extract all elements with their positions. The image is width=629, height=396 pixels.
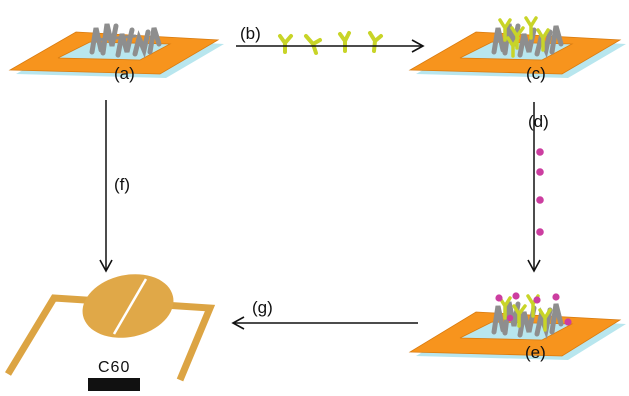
antibodies-on-c (498, 16, 550, 58)
arrows (99, 39, 541, 330)
label-c60: C60 (98, 359, 131, 376)
substrate-a (8, 23, 224, 78)
label-g: (g) (252, 298, 273, 317)
c60-chip (88, 378, 140, 394)
antigens-on-e (495, 292, 572, 326)
label-b: (b) (240, 24, 261, 43)
substrate-e (408, 292, 626, 360)
nanotube-mesh-a (89, 23, 162, 59)
pad-gap (112, 278, 148, 335)
antibody-reagents (278, 31, 383, 55)
c60-device (5, 274, 216, 394)
label-e: (e) (525, 343, 546, 362)
label-a: (a) (114, 64, 135, 83)
label-c: (c) (526, 64, 546, 83)
label-f: (f) (114, 175, 131, 194)
antigen-reagents (536, 148, 544, 236)
label-d: (d) (528, 112, 549, 131)
substrate-c (408, 16, 626, 78)
sensor-pad (82, 274, 174, 338)
